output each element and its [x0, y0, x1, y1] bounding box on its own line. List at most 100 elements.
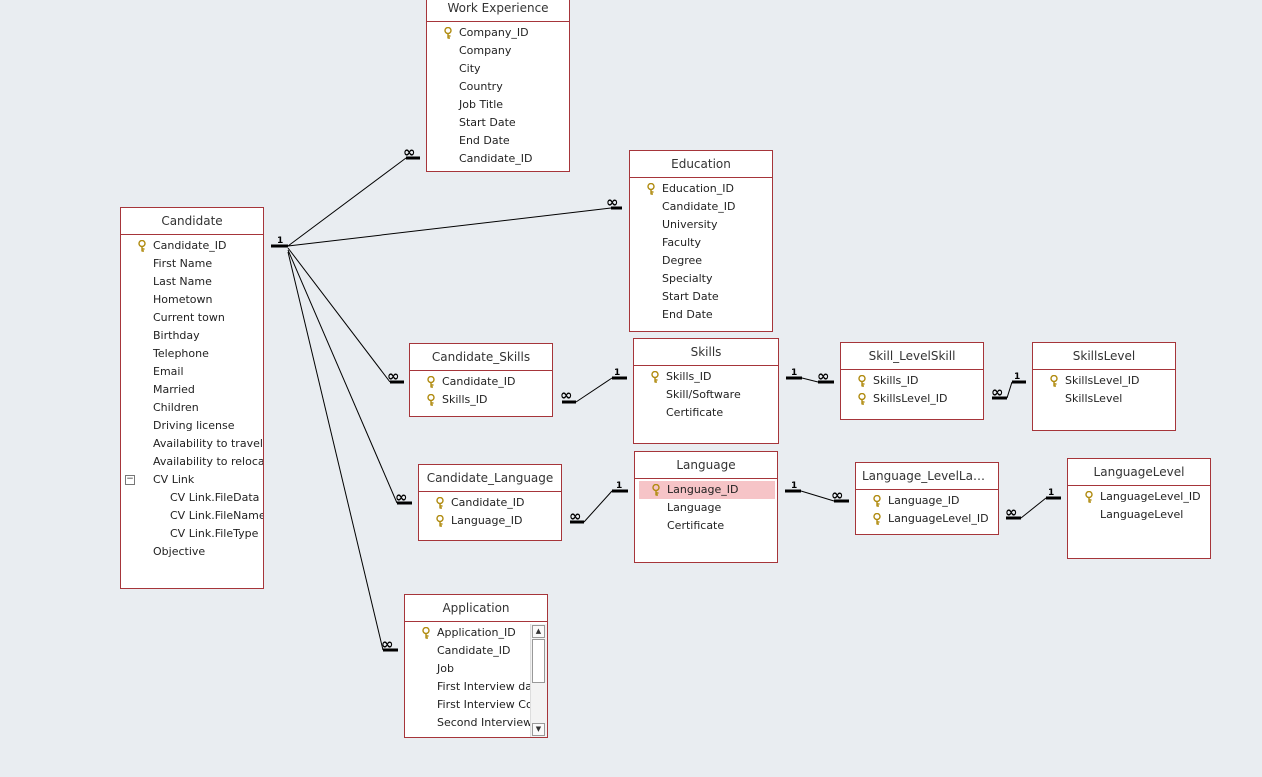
field-current-town[interactable]: Current town — [153, 311, 225, 324]
field-last-name[interactable]: Last Name — [153, 275, 212, 288]
table-candidate[interactable]: Candidate Candidate_ID First Name Last N… — [120, 207, 264, 589]
scroll-down-arrow-icon[interactable]: ▼ — [532, 723, 545, 736]
field-language-id-selected[interactable]: Language_ID — [639, 481, 775, 499]
rel-candidate-candidatelanguage — [287, 249, 398, 504]
table-title[interactable]: Language_LevelLangua... — [856, 463, 998, 490]
field-languagelevel[interactable]: LanguageLevel — [1100, 508, 1184, 521]
field-skills-id[interactable]: Skills_ID — [634, 368, 778, 386]
field-company-id[interactable]: Company_ID — [427, 24, 569, 42]
field-education-id[interactable]: Education_ID — [630, 180, 772, 198]
field-candidate-id[interactable]: Candidate_ID — [121, 237, 263, 255]
field-country[interactable]: Country — [459, 80, 503, 93]
field-job-title[interactable]: Job Title — [459, 98, 504, 111]
field-skill-software[interactable]: Skill/Software — [666, 388, 741, 401]
field-skillslevel-id[interactable]: SkillsLevel_ID — [841, 390, 983, 408]
field-availability-travel[interactable]: Availability to travel — [153, 437, 263, 450]
vertical-scrollbar[interactable]: ▲ ▼ — [530, 624, 547, 737]
table-skillslevel[interactable]: SkillsLevel SkillsLevel_ID SkillsLevel — [1032, 342, 1176, 431]
rel-label-many: ∞ — [606, 193, 619, 211]
field-second-interview[interactable]: Second Interview — [437, 716, 530, 729]
table-language[interactable]: Language Language_ID Language Certificat… — [634, 451, 778, 563]
table-title[interactable]: Skills — [634, 339, 778, 366]
field-company[interactable]: Company — [459, 44, 512, 57]
field-university[interactable]: University — [662, 218, 718, 231]
field-availability-relocate[interactable]: Availability to relocate — [153, 455, 263, 468]
field-languagelevel-id[interactable]: LanguageLevel_ID — [1068, 488, 1210, 506]
field-birthday[interactable]: Birthday — [153, 329, 200, 342]
field-end-date[interactable]: End Date — [662, 308, 713, 321]
table-title[interactable]: Candidate_Language — [419, 465, 561, 492]
field-end-date[interactable]: End Date — [459, 134, 510, 147]
field-specialty[interactable]: Specialty — [662, 272, 713, 285]
collapse-icon[interactable]: − — [125, 474, 135, 485]
field-candidate-id[interactable]: Candidate_ID — [410, 373, 552, 391]
scroll-thumb[interactable] — [532, 639, 545, 683]
field-certificate[interactable]: Certificate — [666, 406, 724, 419]
field-skillslevel[interactable]: SkillsLevel — [1065, 392, 1123, 405]
field-first-interview-date[interactable]: First Interview dat — [437, 680, 530, 693]
table-title[interactable]: Education — [630, 151, 772, 178]
field-cv-link-filename[interactable]: CV Link.FileName — [170, 509, 263, 522]
field-first-name[interactable]: First Name — [153, 257, 213, 270]
field-skillslevel-id[interactable]: SkillsLevel_ID — [1033, 372, 1175, 390]
field-telephone[interactable]: Telephone — [153, 347, 209, 360]
field-languagelevel-id[interactable]: LanguageLevel_ID — [856, 510, 998, 528]
field-language-id[interactable]: Language_ID — [419, 512, 561, 530]
table-education[interactable]: Education Education_ID Candidate_ID Univ… — [629, 150, 773, 332]
field-certificate[interactable]: Certificate — [667, 519, 725, 532]
field-candidate-id[interactable]: Candidate_ID — [437, 644, 511, 657]
field-cv-link-filedata[interactable]: CV Link.FileData — [170, 491, 260, 504]
table-languagelevel[interactable]: LanguageLevel LanguageLevel_ID LanguageL… — [1067, 458, 1211, 559]
field-candidate-id[interactable]: Candidate_ID — [662, 200, 736, 213]
field-cv-link[interactable]: −CV Link — [125, 473, 195, 486]
table-title[interactable]: LanguageLevel — [1068, 459, 1210, 486]
field-start-date[interactable]: Start Date — [662, 290, 719, 303]
table-skill-levelskill[interactable]: Skill_LevelSkill Skills_ID SkillsLevel_I… — [840, 342, 984, 420]
field-children[interactable]: Children — [153, 401, 199, 414]
primary-key-icon — [873, 512, 883, 525]
rel-label-one: 1 — [616, 481, 622, 491]
field-first-interview-comment[interactable]: First Interview Cor — [437, 698, 530, 711]
primary-key-icon — [858, 392, 868, 405]
table-title[interactable]: Skill_LevelSkill — [841, 343, 983, 370]
rel-languagelevellanguage-languagelevel — [1020, 497, 1047, 519]
table-candidate-language[interactable]: Candidate_Language Candidate_ID Language… — [418, 464, 562, 541]
field-faculty[interactable]: Faculty — [662, 236, 701, 249]
table-title[interactable]: Candidate — [121, 208, 263, 235]
table-candidate-skills[interactable]: Candidate_Skills Candidate_ID Skills_ID — [409, 343, 553, 417]
rel-label-one: 1 — [791, 368, 797, 378]
rel-label-many: ∞ — [387, 367, 400, 385]
field-hometown[interactable]: Hometown — [153, 293, 213, 306]
field-cv-link-filetype[interactable]: CV Link.FileType — [170, 527, 259, 540]
field-skills-id[interactable]: Skills_ID — [841, 372, 983, 390]
table-application[interactable]: Application Application_ID Candidate_ID … — [404, 594, 548, 738]
field-objective[interactable]: Objective — [153, 545, 206, 558]
field-driving-license[interactable]: Driving license — [153, 419, 235, 432]
field-start-date[interactable]: Start Date — [459, 116, 516, 129]
field-city[interactable]: City — [459, 62, 481, 75]
rel-candidatelanguage-language — [583, 490, 613, 523]
table-title[interactable]: Work Experience — [427, 0, 569, 22]
rel-label-one: 1 — [1048, 488, 1054, 498]
primary-key-icon — [1050, 374, 1060, 387]
rel-label-many: ∞ — [560, 386, 573, 404]
table-title[interactable]: Application — [405, 595, 547, 622]
table-skills[interactable]: Skills Skills_ID Skill/Software Certific… — [633, 338, 779, 444]
field-language-id[interactable]: Language_ID — [856, 492, 998, 510]
table-work-experience[interactable]: Work Experience Company_ID Company City … — [426, 0, 570, 172]
field-skills-id[interactable]: Skills_ID — [410, 391, 552, 409]
field-application-id[interactable]: Application_ID — [405, 624, 530, 642]
scroll-up-arrow-icon[interactable]: ▲ — [532, 625, 545, 638]
field-job[interactable]: Job — [437, 662, 454, 675]
field-language[interactable]: Language — [667, 501, 722, 514]
field-married[interactable]: Married — [153, 383, 195, 396]
field-candidate-id[interactable]: Candidate_ID — [459, 152, 533, 165]
field-degree[interactable]: Degree — [662, 254, 703, 267]
table-title[interactable]: Candidate_Skills — [410, 344, 552, 371]
table-title[interactable]: Language — [635, 452, 777, 479]
field-email[interactable]: Email — [153, 365, 184, 378]
field-candidate-id[interactable]: Candidate_ID — [419, 494, 561, 512]
table-title[interactable]: SkillsLevel — [1033, 343, 1175, 370]
primary-key-icon — [436, 514, 446, 527]
